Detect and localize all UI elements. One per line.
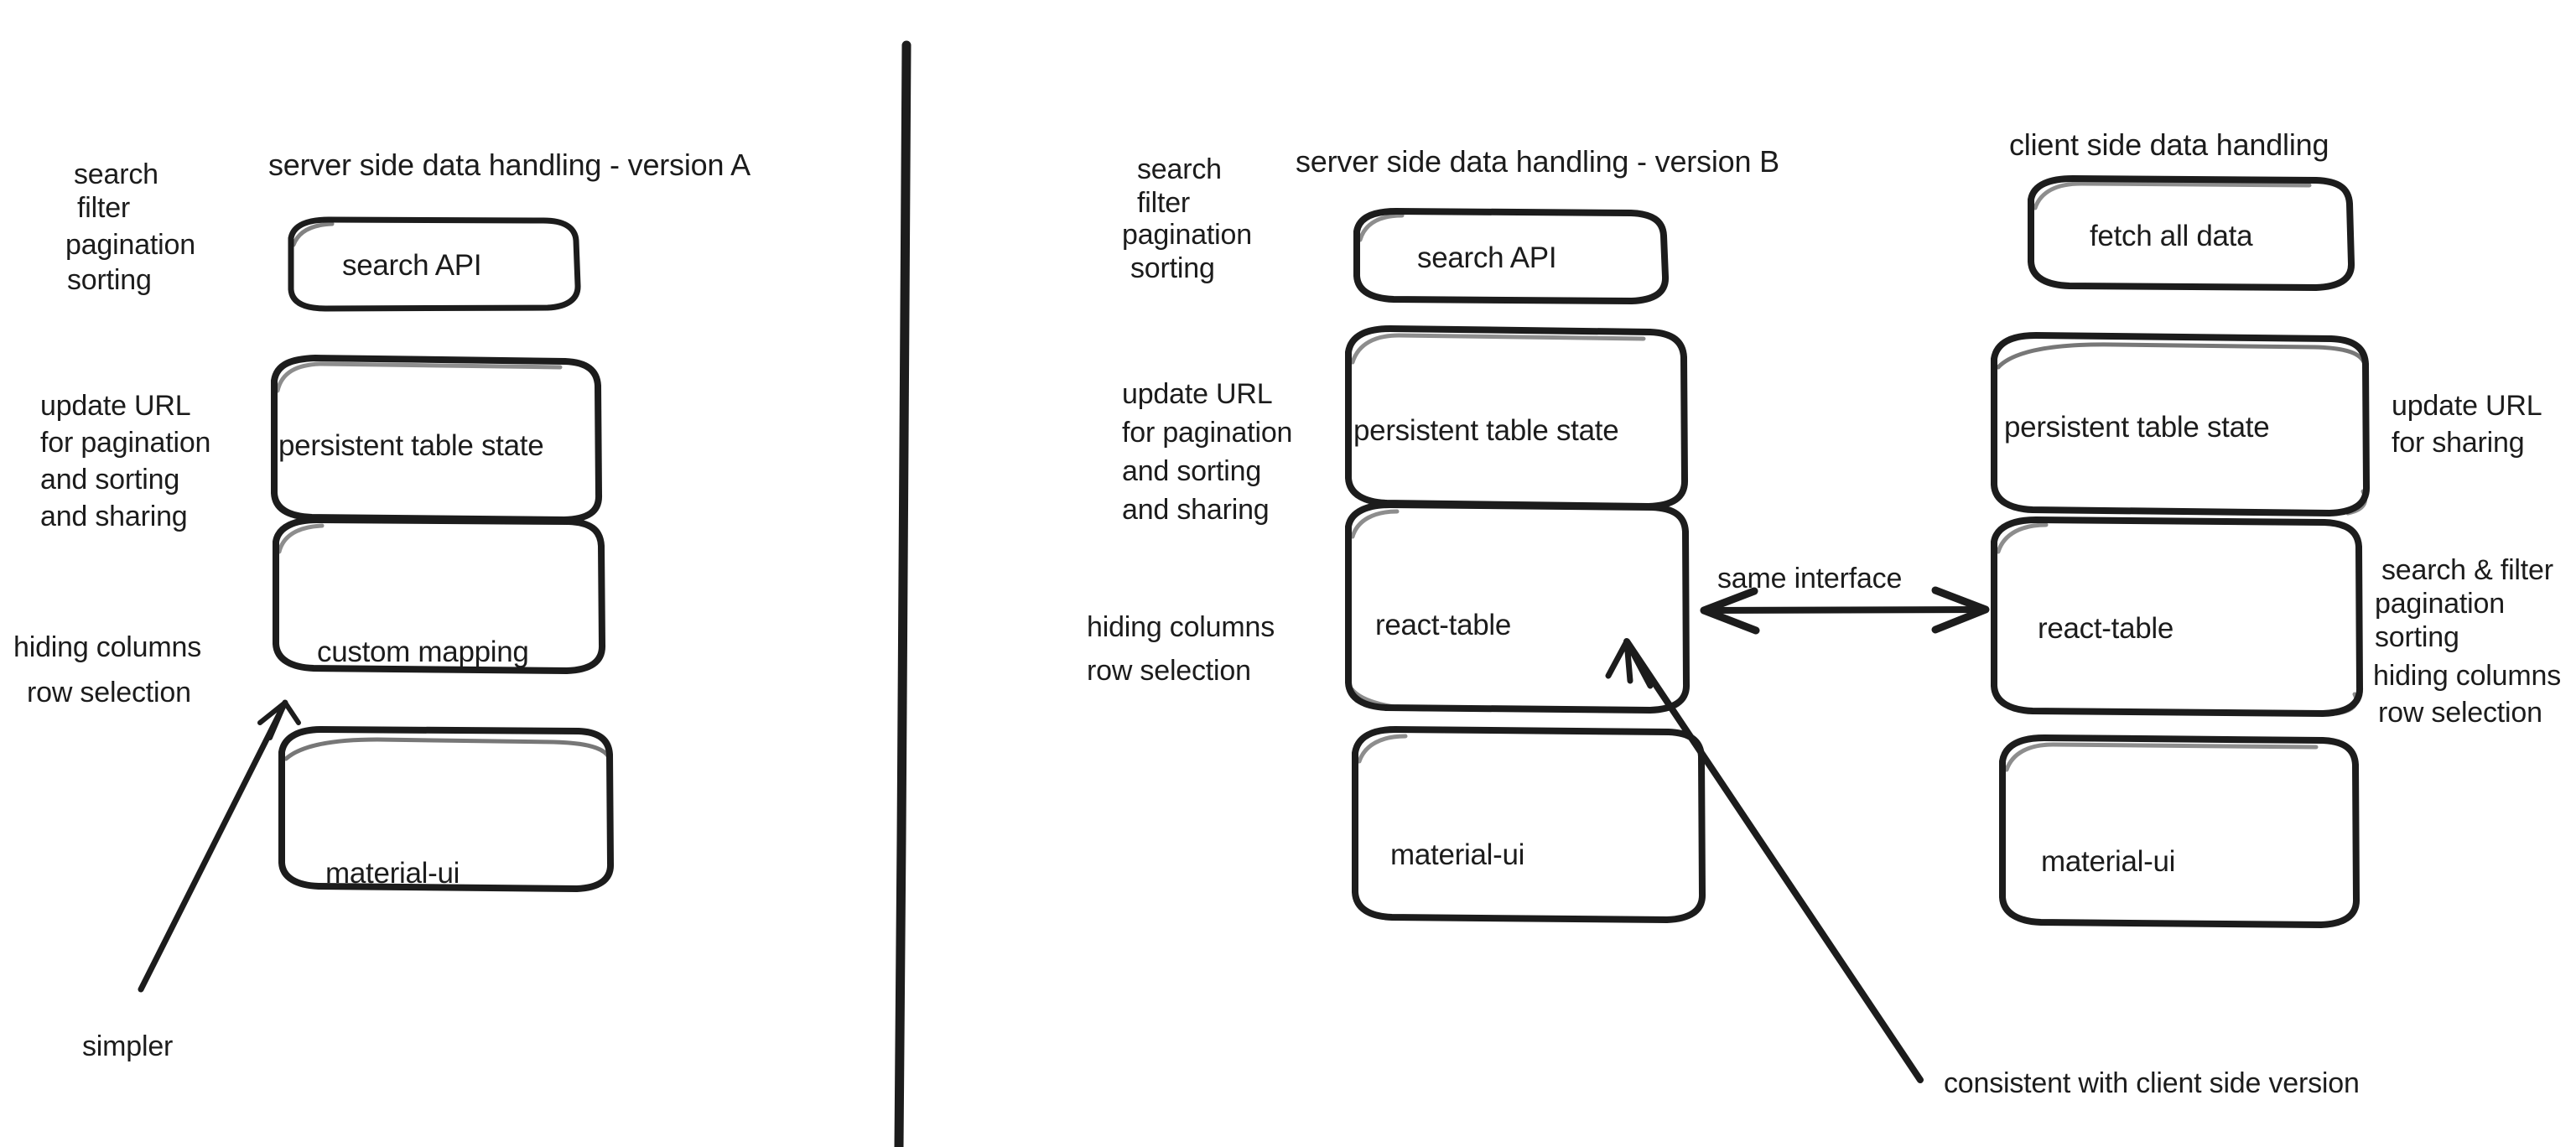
panel-a-note-update-url: update URL [40, 390, 191, 422]
panel-a-note-for-pagination: for pagination [40, 427, 211, 459]
panel-b-note-row-selection: row selection [1087, 655, 1251, 687]
panel-c-note-hiding-columns: hiding columns [2373, 660, 2561, 692]
panel-b-note-filter: filter [1137, 187, 1191, 219]
bridge-label-same-interface: same interface [1717, 563, 1903, 594]
panel-c-title: client side data handling [2009, 127, 2329, 162]
panel-a-note-pagination: pagination [65, 229, 195, 261]
box-outline-material-ui-c [1999, 734, 2360, 928]
panel-a-note-search: search [74, 158, 158, 190]
box-label-persistent-table-state-a[interactable]: persistent table state [278, 429, 544, 462]
box-label-custom-mapping-a[interactable]: custom mapping [317, 636, 529, 668]
panel-b-note-and-sorting: and sorting [1122, 455, 1262, 487]
panel-b-note-for-pagination: for pagination [1122, 417, 1293, 449]
panel-b-note-pagination: pagination [1122, 219, 1252, 251]
panel-c-note-pagination: pagination [2375, 588, 2505, 620]
panel-c-note-sorting: sorting [2375, 621, 2459, 653]
panel-c-note-for-sharing: for sharing [2392, 427, 2525, 459]
panel-b-title: server side data handling - version B [1296, 144, 1779, 179]
panel-b-callout-consistent: consistent with client side version [1944, 1067, 2360, 1099]
box-label-persistent-table-state-b[interactable]: persistent table state [1353, 414, 1619, 447]
panel-b-note-and-sharing: and sharing [1122, 494, 1270, 526]
box-label-material-ui-b[interactable]: material-ui [1390, 838, 1525, 871]
box-outline-react-table-b [1345, 501, 1690, 714]
panel-b-note-sorting: sorting [1130, 252, 1215, 284]
panel-a-note-and-sorting: and sorting [40, 464, 180, 496]
box-label-persistent-table-state-c[interactable]: persistent table state [2004, 411, 2270, 444]
box-label-material-ui-a[interactable]: material-ui [325, 857, 460, 890]
panel-c-note-row-selection: row selection [2378, 697, 2542, 729]
panel-a-note-filter: filter [77, 192, 131, 224]
box-label-search-api-b[interactable]: search API [1417, 241, 1557, 274]
panel-a-callout-simpler: simpler [82, 1030, 174, 1062]
box-outline-material-ui-b [1352, 726, 1706, 923]
panel-c-note-update-url: update URL [2392, 390, 2542, 422]
panel-a-note-hiding-columns: hiding columns [13, 631, 201, 663]
panel-a-note-and-sharing: and sharing [40, 501, 188, 532]
panel-a-note-row-selection: row selection [27, 677, 191, 708]
box-label-fetch-all-data-c[interactable]: fetch all data [2090, 220, 2253, 252]
box-label-react-table-b[interactable]: react-table [1375, 609, 1512, 641]
panel-b-note-hiding-columns: hiding columns [1087, 611, 1275, 643]
arrow-simpler-to-custom-mapping [138, 699, 288, 993]
panel-b-note-search: search [1137, 153, 1222, 185]
box-label-material-ui-c[interactable]: material-ui [2041, 845, 2176, 878]
arrow-consistent-with-client-side [1623, 638, 1924, 1083]
panel-a-note-sorting: sorting [67, 264, 152, 296]
vertical-divider [894, 40, 911, 1147]
box-label-search-api-a[interactable]: search API [342, 249, 482, 282]
panel-c-note-search-and-filter: search & filter [2381, 554, 2553, 586]
panel-b-note-update-url: update URL [1122, 378, 1273, 410]
box-label-react-table-c[interactable]: react-table [2038, 612, 2174, 645]
panel-a-title: server side data handling - version A [268, 148, 750, 182]
